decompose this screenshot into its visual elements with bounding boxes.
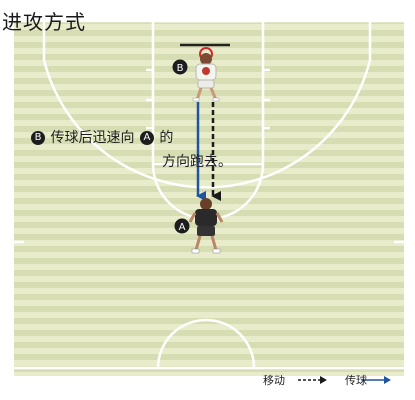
description-line-2: 方向跑去。 bbox=[162, 154, 232, 170]
player-b-badge-label: B bbox=[177, 63, 184, 74]
player-b bbox=[192, 53, 220, 102]
court-lines bbox=[14, 19, 404, 370]
legend: 移动 传球 bbox=[263, 372, 367, 388]
page-title: 进攻方式 bbox=[2, 10, 86, 34]
legend-move-arrowhead bbox=[320, 376, 327, 384]
play-description: B 传球后迅速向 A 的 方向跑去。 bbox=[30, 126, 232, 174]
description-line-1: B 传球后迅速向 A 的 bbox=[30, 126, 232, 150]
legend-pass-arrowhead bbox=[384, 376, 391, 384]
player-a-badge bbox=[174, 218, 190, 234]
legend-move-label: 移动 bbox=[263, 374, 285, 387]
description-text-1-end: 的 bbox=[159, 130, 174, 146]
description-text-1: 传球后迅速向 bbox=[50, 130, 135, 146]
legend-pass-label: 传球 bbox=[345, 374, 367, 387]
player-b-badge bbox=[172, 59, 188, 75]
description-badge-a: A bbox=[139, 131, 154, 145]
player-a bbox=[188, 198, 224, 254]
player-a-badge-label: A bbox=[179, 222, 186, 233]
description-badge-b: B bbox=[31, 131, 45, 145]
